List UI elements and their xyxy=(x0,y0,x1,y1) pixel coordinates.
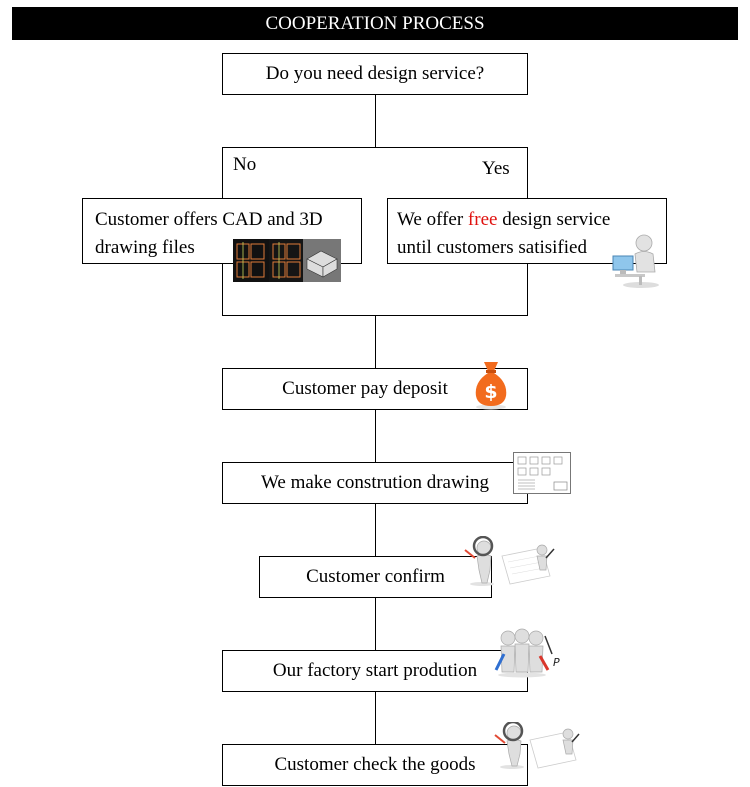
confirm-text: Customer confirm xyxy=(306,566,445,587)
inspector-magnifier-check-icon xyxy=(492,722,580,770)
construction-plan-icon xyxy=(513,452,571,494)
free-design-line1: We offer free design service xyxy=(397,209,611,230)
drawing-box: We make constrution drawing xyxy=(222,462,528,504)
money-bag-icon: $ xyxy=(470,358,512,410)
branch-no-label: No xyxy=(233,154,257,175)
free-design-line2: until customers satisified xyxy=(397,237,587,258)
drawing-text: We make constrution drawing xyxy=(261,472,489,493)
question-text: Do you need design service? xyxy=(265,63,485,84)
diagram-title: COOPERATION PROCESS xyxy=(265,12,485,34)
check-box: Customer check the goods xyxy=(222,744,528,786)
branch-yes-label: Yes xyxy=(482,158,510,179)
team-tools-icon: P xyxy=(490,626,566,678)
production-text: Our factory start prodution xyxy=(272,660,478,681)
customer-files-line1: Customer offers CAD and 3D xyxy=(95,209,323,230)
free-highlight: free xyxy=(467,209,498,230)
question-box: Do you need design service? xyxy=(222,53,528,95)
deposit-text: Customer pay deposit xyxy=(282,378,448,399)
customer-files-line2: drawing files xyxy=(95,237,195,258)
connector-production-to-check xyxy=(375,691,376,744)
production-box: Our factory start prodution xyxy=(222,650,528,692)
confirm-box: Customer confirm xyxy=(259,556,492,598)
cad-drawings-icon xyxy=(233,239,341,282)
connector-question-to-branch xyxy=(375,94,376,147)
customer-files-box: Customer offers CAD and 3D drawing files xyxy=(82,198,362,264)
check-text: Customer check the goods xyxy=(274,754,476,775)
title-bar: COOPERATION PROCESS xyxy=(12,7,738,40)
connector-drawing-to-confirm xyxy=(375,503,376,556)
designer-computer-icon xyxy=(611,232,661,288)
svg-text:$: $ xyxy=(484,381,497,403)
free-design-box: We offer free design service until custo… xyxy=(387,198,667,264)
connector-deposit-to-drawing xyxy=(375,409,376,462)
inspector-magnifier-icon xyxy=(462,536,556,588)
connector-branch-to-deposit xyxy=(375,315,376,368)
connector-confirm-to-production xyxy=(375,597,376,650)
svg-text:P: P xyxy=(553,656,560,669)
